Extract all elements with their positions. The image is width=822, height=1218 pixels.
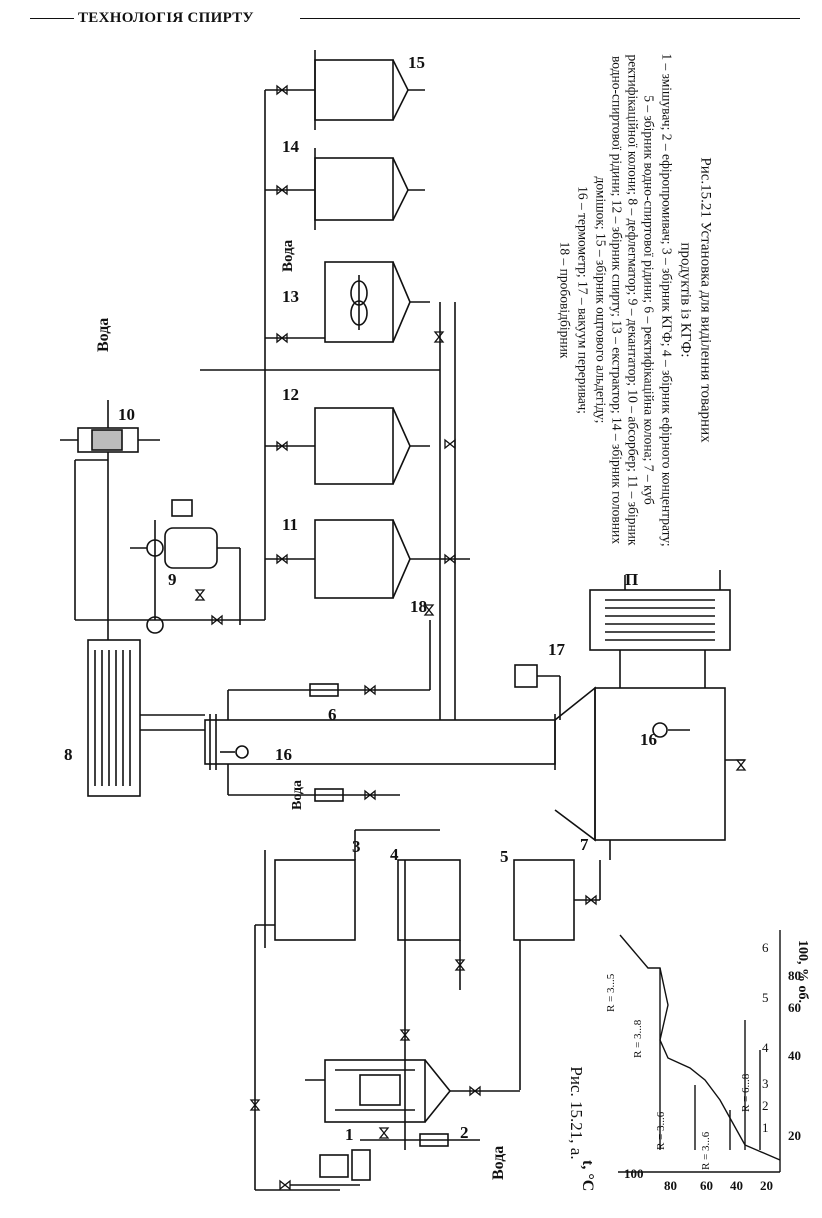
ether-washer-2 — [305, 1059, 520, 1123]
label-7: 7 — [580, 835, 589, 854]
label-3: 3 — [352, 837, 361, 856]
running-header: ТЕХНОЛОГІЯ СПИРТУ — [78, 10, 254, 26]
label-10: 10 — [118, 405, 135, 424]
label-14: 14 — [282, 137, 300, 156]
label-13: 13 — [282, 287, 299, 306]
collector-5 — [513, 859, 601, 1090]
chart-zone: 1 — [762, 1120, 769, 1135]
label-2: 2 — [460, 1123, 469, 1142]
label-6: 6 — [328, 705, 337, 724]
tank-12 — [314, 407, 430, 485]
dephlegmator-8 — [74, 459, 265, 797]
extractor-13 — [324, 261, 430, 343]
subfigure-chart — [618, 930, 781, 1173]
valves — [194, 84, 747, 1191]
vacuum-breaker-17 — [514, 664, 561, 720]
chart-ytick: 80 — [664, 1178, 677, 1193]
rectification-column-6 — [204, 620, 556, 802]
chart-reflux: R = 3...6 — [700, 1131, 712, 1170]
tank-11 — [314, 519, 470, 599]
figure-caption: Рис.15.21 Установка для виділення товарн… — [520, 40, 750, 560]
label-steam: П — [625, 570, 638, 589]
caption-title: продуктів із КГФ: — [677, 242, 694, 358]
caption-legend: 16 – термометр; 17 – вакуум переривач; — [575, 186, 591, 414]
chart-zone: 3 — [762, 1076, 769, 1091]
chart-zone: 6 — [762, 940, 769, 955]
chart-zone: 2 — [762, 1098, 769, 1113]
mixer-1 — [290, 1133, 480, 1186]
subfigure-label: Рис. 15.21, а. — [567, 1066, 586, 1160]
chart-xtick: 60 — [788, 1000, 801, 1015]
decanter-9 — [130, 499, 241, 625]
label-11: 11 — [282, 515, 298, 534]
chart-reflux: R = 3...8 — [632, 1019, 644, 1058]
label-8: 8 — [64, 745, 73, 764]
caption-title: Рис.15.21 Установка для виділення товарн… — [697, 157, 714, 443]
label-17: 17 — [548, 640, 566, 659]
chart-zone: 5 — [762, 990, 769, 1005]
caption-legend: 1 – змішувач; 2 – ефіропромивач; 3 – збі… — [659, 53, 675, 547]
water-label: Вода — [490, 1145, 507, 1180]
chart-ytick: 40 — [730, 1178, 743, 1193]
water-label: Вода — [290, 779, 305, 810]
collector-4 — [397, 859, 461, 1150]
chart-xtick: 80 — [788, 968, 801, 983]
label-5: 5 — [500, 847, 509, 866]
boiler-heat-exchanger — [589, 570, 731, 688]
chart-xtick: 20 — [788, 1128, 801, 1143]
chart-ytick: 100 — [624, 1166, 644, 1181]
chart-ytick: 20 — [760, 1178, 773, 1193]
collector-3 — [264, 829, 440, 948]
chart-ytick: 60 — [700, 1178, 713, 1193]
label-16b: 16 — [640, 730, 657, 749]
chart-ylabel: t, °C — [579, 1160, 596, 1192]
chart-xtick: 40 — [788, 1048, 801, 1063]
label-12: 12 — [282, 385, 299, 404]
caption-legend: 18 – пробовідбірник — [557, 241, 573, 359]
tank-14 — [314, 148, 425, 230]
water-label: Вода — [280, 239, 296, 272]
water-label: Вода — [95, 317, 112, 352]
chart-reflux: R = 6...8 — [740, 1073, 752, 1112]
label-18: 18 — [410, 597, 427, 616]
header-rule — [30, 18, 74, 19]
chart-reflux: R = 3...6 — [655, 1111, 667, 1150]
absorber-10 — [60, 400, 160, 640]
label-9: 9 — [168, 570, 177, 589]
chart-zone: 4 — [762, 1040, 769, 1055]
label-15: 15 — [408, 53, 425, 72]
chart-reflux: R = 3...5 — [605, 973, 617, 1012]
label-4: 4 — [390, 845, 399, 864]
label-16a: 16 — [275, 745, 292, 764]
caption-legend: 5 – збірник водно-спиртової рідини; 6 – … — [593, 54, 657, 546]
label-1: 1 — [345, 1125, 354, 1144]
header-rule — [300, 18, 800, 19]
